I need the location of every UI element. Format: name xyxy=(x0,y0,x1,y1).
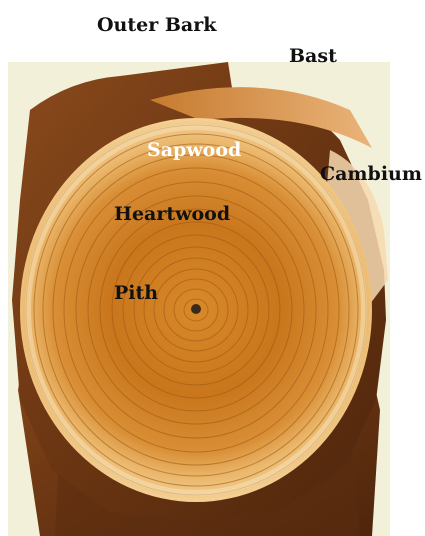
label-cambium: Cambium xyxy=(320,165,422,184)
label-outer-bark: Outer Bark xyxy=(97,16,216,35)
label-sapwood: Sapwood xyxy=(147,141,241,160)
label-bast: Bast xyxy=(289,47,337,66)
label-pith: Pith xyxy=(114,284,158,303)
label-heartwood: Heartwood xyxy=(114,205,230,224)
pith-dot xyxy=(191,304,201,314)
